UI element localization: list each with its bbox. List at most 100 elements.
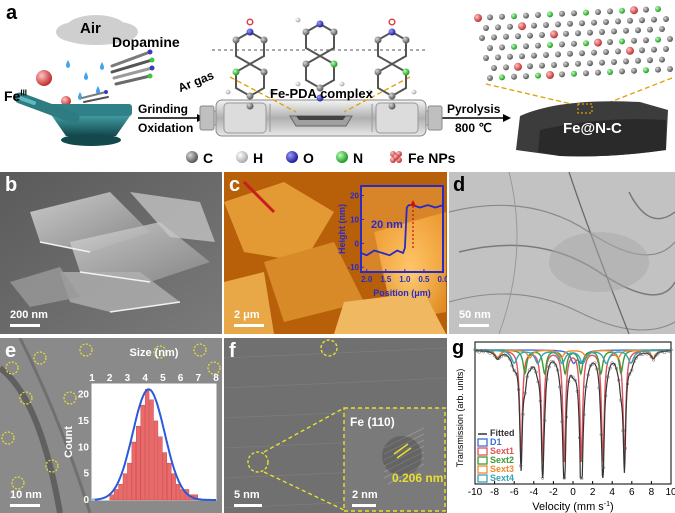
lattice-atom — [527, 63, 533, 70]
lattice-atom — [503, 64, 509, 71]
scale-bar-b — [10, 324, 40, 327]
lattice-atom — [559, 10, 565, 17]
mossbauer-x-tick-label: -6 — [510, 487, 519, 498]
histogram-x-tick-label: 8 — [213, 373, 219, 384]
mossbauer-data-point — [656, 352, 660, 356]
panel-b-sem-image: b 200 nm — [0, 172, 222, 334]
temperature-label: 800 ℃ — [455, 121, 492, 135]
lattice-atom — [523, 43, 529, 50]
dopamine-label: Dopamine — [112, 34, 180, 50]
panel-a: a Air FeIII Dopamine Grinding Oxidation … — [0, 0, 675, 170]
histogram-bar — [127, 462, 132, 501]
profile-annotation: 20 nm — [371, 219, 403, 231]
mossbauer-x-tick-label: -2 — [549, 487, 558, 498]
profile-x-tick-label: 0.0 — [437, 275, 447, 284]
panel-f-hrtem-image: f 5 nm Fe (110) 0.206 nm 2 nm — [224, 338, 447, 513]
mossbauer-data-point — [495, 356, 499, 360]
lattice-atom — [655, 66, 661, 73]
mossbauer-data-point — [636, 352, 640, 356]
mossbauer-data-point — [621, 428, 625, 433]
lattice-atom — [483, 25, 489, 31]
mossbauer-data-point — [595, 367, 599, 371]
mossbauer-component-sext3 — [475, 349, 671, 359]
histogram-bar — [149, 399, 154, 501]
lattice-atom — [607, 39, 613, 45]
mossbauer-data-point — [669, 348, 673, 352]
legend-h-label: H — [253, 150, 264, 166]
hrtem-texture — [224, 338, 447, 513]
scale-bar-c — [234, 324, 264, 327]
histogram-x-tick-label: 4 — [142, 373, 148, 384]
legend-swatch-d1 — [477, 438, 488, 447]
lattice-atom — [499, 44, 505, 51]
mossbauer-data-points — [473, 348, 673, 481]
fe-label-base: Fe — [4, 88, 21, 104]
fe-label-sup: III — [20, 88, 28, 98]
legend-label-d1: D1 — [490, 437, 502, 447]
grinding-label: Grinding — [138, 102, 188, 116]
inset-scale-label: 2 nm — [352, 489, 378, 501]
d-spacing-label: 0.206 nm — [392, 471, 444, 485]
mossbauer-data-point — [543, 418, 547, 423]
legend-swatch-sext4 — [477, 474, 488, 483]
oxidation-label: Oxidation — [138, 121, 194, 135]
mossbauer-data-point — [641, 352, 645, 357]
lattice-atom — [630, 6, 638, 15]
legend-label-sext4: Sext4 — [490, 473, 514, 483]
histogram-bar — [144, 389, 150, 501]
mossbauer-data-point — [630, 368, 634, 372]
mossbauer-xlabel: Velocity (mm s-1) — [532, 501, 613, 513]
profile-plot-area — [360, 185, 444, 273]
legend-c-label: C — [203, 150, 214, 166]
mossbauer-data-point — [564, 415, 569, 419]
histogram-y-tick-label: 20 — [78, 390, 90, 401]
mossbauer-data-point — [490, 351, 495, 355]
lattice-atom — [635, 27, 641, 34]
legend-swatch-sext2 — [477, 456, 488, 465]
histogram-y-tick-label: 5 — [83, 469, 89, 480]
mossbauer-data-point — [632, 359, 636, 364]
lattice-atom — [547, 11, 553, 18]
histogram-bar — [122, 473, 128, 501]
scale-bar-f — [234, 504, 262, 507]
lattice-atom — [539, 32, 545, 38]
histogram-y-tick-label: 0 — [83, 495, 89, 506]
mossbauer-data-point — [599, 432, 603, 437]
profile-x-tick-label: 1.5 — [380, 275, 392, 284]
mossbauer-data-point — [538, 399, 542, 403]
lattice-atom — [535, 42, 541, 49]
histogram-bar — [131, 441, 136, 501]
lattice-atom — [523, 12, 529, 19]
lattice-atom — [607, 69, 613, 75]
mossbauer-data-point — [649, 355, 654, 359]
scale-bar-e — [10, 504, 40, 507]
profile-y-tick-label: 20 — [350, 192, 359, 201]
lattice-atom — [503, 33, 509, 40]
mossbauer-data-point — [608, 366, 612, 370]
lattice-atom — [575, 30, 581, 37]
histogram-ylabel: Count — [63, 426, 75, 458]
histogram-x-tick-label: 2 — [107, 373, 113, 384]
mossbauer-data-point — [549, 359, 553, 364]
histogram-bar — [140, 404, 145, 501]
tem-texture — [449, 172, 675, 334]
mossbauer-data-point — [588, 364, 593, 368]
profile-x-tick-label: 1.0 — [399, 275, 411, 284]
lattice-atom — [575, 60, 581, 67]
scale-label-b: 200 nm — [10, 309, 48, 321]
scale-label-d: 50 nm — [459, 309, 491, 321]
mossbauer-data-point — [619, 398, 623, 402]
d-spacing-marker-1 — [393, 443, 409, 455]
histogram-xlabel: Size (nm) — [130, 347, 179, 359]
lattice-atom — [647, 57, 653, 64]
lattice-atom — [567, 20, 573, 27]
pda-molecules — [225, 17, 417, 110]
lattice-atom — [531, 22, 537, 29]
lattice-atom — [611, 28, 617, 35]
lattice-atom — [551, 62, 557, 68]
